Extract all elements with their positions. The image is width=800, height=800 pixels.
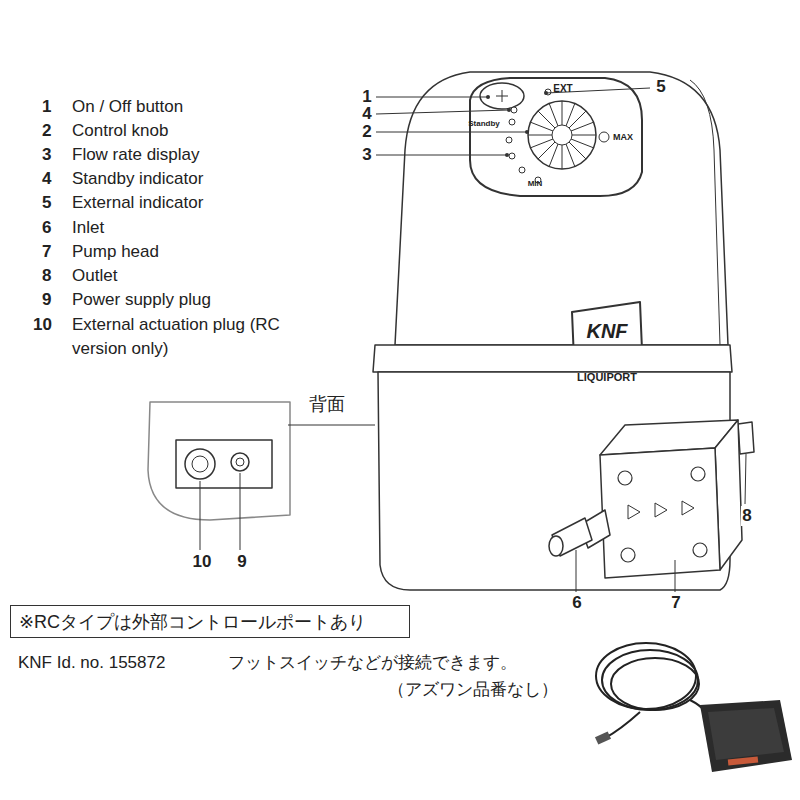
label-text: 6 xyxy=(42,218,51,238)
label-text: External actuation plug (RC version only… xyxy=(72,313,322,361)
label-text: フットスイッチなどが接続できます。 xyxy=(228,653,517,673)
label-text: Flow rate display xyxy=(72,145,200,165)
callout-number: 6 xyxy=(571,593,582,613)
callout-number: 10 xyxy=(192,552,213,572)
label-text: 7 xyxy=(42,242,51,262)
label-text: 8 xyxy=(42,266,51,286)
callout-number: MAX xyxy=(613,132,633,143)
label-text: 1 xyxy=(42,97,51,117)
label-text: 10 xyxy=(33,315,52,335)
label-text: 4 xyxy=(42,169,51,189)
note-box: ※RCタイプは外部コントロールポートあり xyxy=(10,605,410,638)
label-text: Control knob xyxy=(72,121,168,141)
label-text: On / Off button xyxy=(72,97,183,117)
label-text: （アズワン品番なし） xyxy=(388,680,558,700)
callout-number: 3 xyxy=(361,145,372,165)
callout-number: 7 xyxy=(670,593,681,613)
callout-number: KNF xyxy=(585,319,628,343)
label-text: 5 xyxy=(42,193,51,213)
label-text: Inlet xyxy=(72,218,104,238)
label-text: 3 xyxy=(42,145,51,165)
callout-number: Standby xyxy=(468,119,500,129)
label-text: External indicator xyxy=(72,193,203,213)
label-text: Pump head xyxy=(72,242,159,262)
callout-number: 背面 xyxy=(308,394,346,416)
callout-number: 9 xyxy=(236,552,247,572)
callout-number: MIN xyxy=(528,179,543,189)
callout-number: 8 xyxy=(741,506,752,526)
callout-number: 5 xyxy=(655,77,666,97)
label-text: 9 xyxy=(42,290,51,310)
label-text: Outlet xyxy=(72,266,117,286)
callout-number: EXT xyxy=(553,83,572,95)
note-text: ※RCタイプは外部コントロールポートあり xyxy=(11,610,374,634)
label-text: KNF Id. no. 155872 xyxy=(18,653,165,673)
callout-number: LIQUIPORT xyxy=(577,371,637,384)
label-text: 2 xyxy=(42,121,51,141)
label-text: Standby indicator xyxy=(72,169,203,189)
label-text: Power supply plug xyxy=(72,290,211,310)
callout-number: 2 xyxy=(361,122,372,142)
